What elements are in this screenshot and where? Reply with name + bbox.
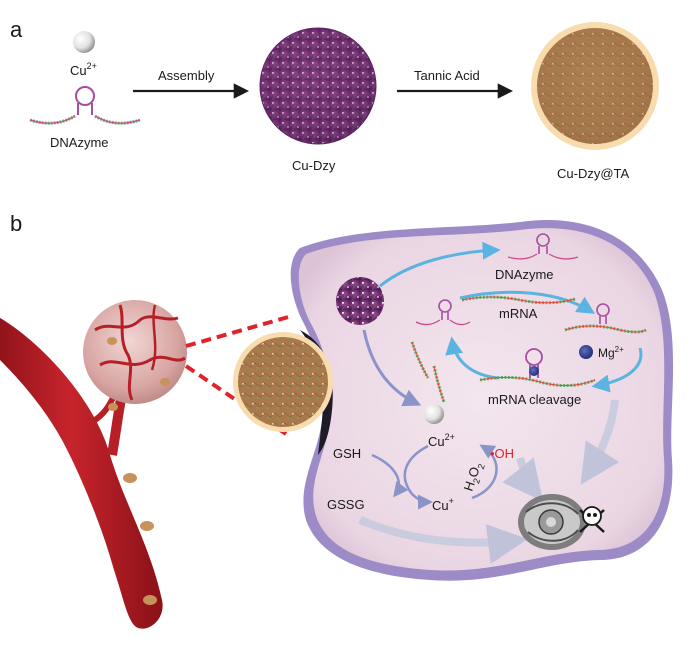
dnazyme-hairpin-icon bbox=[29, 86, 141, 125]
copper-ion-label: Cu2+ bbox=[70, 61, 97, 78]
gssg-label: GSSG bbox=[327, 497, 365, 512]
panel-b: b bbox=[0, 211, 674, 629]
dissociation-arrow bbox=[362, 329, 422, 407]
tannic-acid-step-label: Tannic Acid bbox=[414, 68, 480, 83]
assembly-step-label: Assembly bbox=[158, 68, 215, 83]
cell-body bbox=[298, 228, 665, 571]
h2o2-label: H2O2 bbox=[461, 460, 487, 494]
free-dnazyme-icon bbox=[415, 299, 471, 326]
recycle-arrow bbox=[445, 336, 499, 380]
panel-a-letter: a bbox=[10, 17, 23, 42]
mrna-cleavage-complex-icon bbox=[479, 348, 596, 387]
zoom-line-top bbox=[185, 314, 293, 348]
death-arrow-bottom bbox=[358, 516, 528, 564]
skull-crossbones-icon bbox=[579, 506, 605, 533]
death-arrow-right bbox=[580, 399, 620, 485]
dnazyme-hairpin-cell-icon bbox=[507, 233, 579, 260]
death-arrow-middle bbox=[502, 456, 543, 502]
copper-ion-cell-icon bbox=[424, 404, 444, 424]
cu-reduction-arrow bbox=[403, 444, 433, 510]
hydroxyl-radical-label: •OH bbox=[490, 446, 514, 461]
nanoparticle-dzy-ta-shade bbox=[537, 28, 653, 144]
dnazyme-label: DNAzyme bbox=[50, 135, 109, 150]
copper-ion-sphere-icon bbox=[73, 31, 95, 53]
panel-b-letter: b bbox=[10, 211, 22, 236]
magnesium-ion-icon bbox=[579, 345, 593, 359]
tumor-mass-icon bbox=[83, 300, 187, 404]
gsh-label: GSH bbox=[333, 446, 361, 461]
magnesium-label: Mg2+ bbox=[598, 345, 624, 360]
panel-a: a Cu2+ DNAzyme Assembly Cu-Dzy Tannic Ac… bbox=[10, 17, 659, 181]
entering-particle-icon bbox=[238, 337, 328, 427]
mrna-label: mRNA bbox=[499, 306, 538, 321]
cu-dzy-ta-label: Cu-Dzy@TA bbox=[557, 166, 630, 181]
gsh-oxidation-arrow bbox=[371, 453, 409, 498]
dnazyme-cell-label: DNAzyme bbox=[495, 267, 554, 282]
cu-dzy-label: Cu-Dzy bbox=[292, 158, 336, 173]
release-arrow bbox=[379, 241, 501, 288]
bound-magnesium-icon bbox=[529, 366, 539, 376]
cleaved-mrna-fragments-icon bbox=[410, 341, 446, 403]
internalized-dzy-icon bbox=[336, 277, 384, 325]
nanoparticle-dzy-shade bbox=[260, 28, 376, 144]
mrna-strand-core bbox=[461, 296, 576, 304]
mrna-cleavage-label: mRNA cleavage bbox=[488, 392, 581, 407]
fenton-arrow bbox=[471, 444, 498, 500]
mg-activation-arrow bbox=[591, 347, 643, 393]
dnazyme-mrna-complex-icon bbox=[564, 303, 647, 334]
cu1-label: Cu+ bbox=[432, 496, 454, 513]
dead-cell-icon bbox=[518, 494, 586, 550]
cu2-label: Cu2+ bbox=[428, 432, 455, 449]
binding-arrow bbox=[459, 290, 596, 314]
